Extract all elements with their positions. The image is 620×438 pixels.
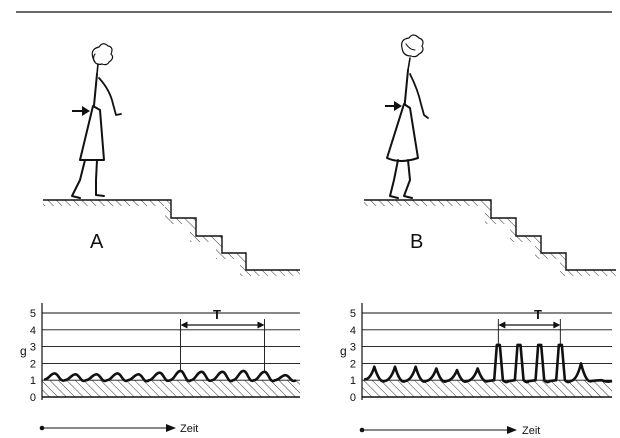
panel-a: A — [43, 43, 300, 276]
period-label: T — [213, 307, 221, 322]
face — [92, 53, 96, 63]
chart-a: 0 1 2 3 4 5 g T Zeit — [20, 303, 300, 435]
period-label: T — [534, 307, 542, 322]
panel-b: B — [364, 34, 616, 276]
time-arrow-head — [166, 424, 176, 432]
walking-figure-a — [71, 43, 122, 199]
stair-hatching — [43, 200, 300, 276]
stair-hatching — [364, 200, 616, 276]
y-tick-label: 4 — [30, 325, 36, 337]
y-axis-label: g — [340, 344, 347, 358]
arm — [98, 77, 122, 116]
dress — [386, 103, 419, 162]
stair-outline — [43, 199, 300, 271]
y-tick-label: 2 — [350, 358, 356, 370]
acceleration-curve — [43, 369, 297, 383]
walking-figure-b — [386, 34, 429, 199]
baseline-hatch — [42, 380, 300, 397]
chart-b: 0 1 2 3 4 5 g T Zeit — [340, 303, 613, 437]
staircase-a — [43, 199, 300, 276]
leg-front — [95, 159, 105, 197]
acceleration-curve — [363, 343, 613, 384]
stair-outline — [364, 199, 616, 271]
period-arrow-left-head — [498, 321, 506, 329]
y-tick-label: 5 — [350, 308, 356, 320]
y-tick-label: 4 — [350, 325, 356, 337]
time-arrow-head — [507, 426, 517, 434]
leg-back — [71, 159, 86, 199]
y-tick-label: 1 — [30, 375, 36, 387]
leg-front — [403, 159, 413, 199]
staircase-b — [364, 199, 616, 276]
arrow-icon — [72, 106, 90, 116]
arrow-icon — [385, 101, 402, 111]
panel-letter-b: B — [410, 231, 423, 253]
y-tick-label: 0 — [350, 392, 356, 404]
panel-letter-a: A — [90, 231, 104, 253]
leg-back — [389, 159, 399, 199]
time-label: Zeit — [180, 423, 198, 435]
y-tick-label: 3 — [30, 342, 36, 354]
y-axis-label: g — [20, 344, 27, 358]
neck — [96, 63, 99, 75]
arm — [409, 73, 429, 119]
face — [405, 43, 416, 51]
hair — [91, 43, 114, 66]
y-tick-label: 5 — [30, 308, 36, 320]
period-arrow-right-head — [553, 321, 561, 329]
baseline-hatch — [362, 380, 612, 397]
period-arrow-right-head — [257, 321, 265, 329]
y-tick-label: 3 — [350, 342, 356, 354]
time-label: Zeit — [522, 425, 540, 437]
neck — [407, 57, 411, 71]
y-tick-label: 1 — [350, 375, 356, 387]
y-tick-label: 2 — [30, 358, 36, 370]
dress — [79, 105, 105, 161]
y-tick-label: 0 — [30, 392, 36, 404]
hair — [401, 34, 424, 58]
period-arrow-left-head — [180, 321, 188, 329]
